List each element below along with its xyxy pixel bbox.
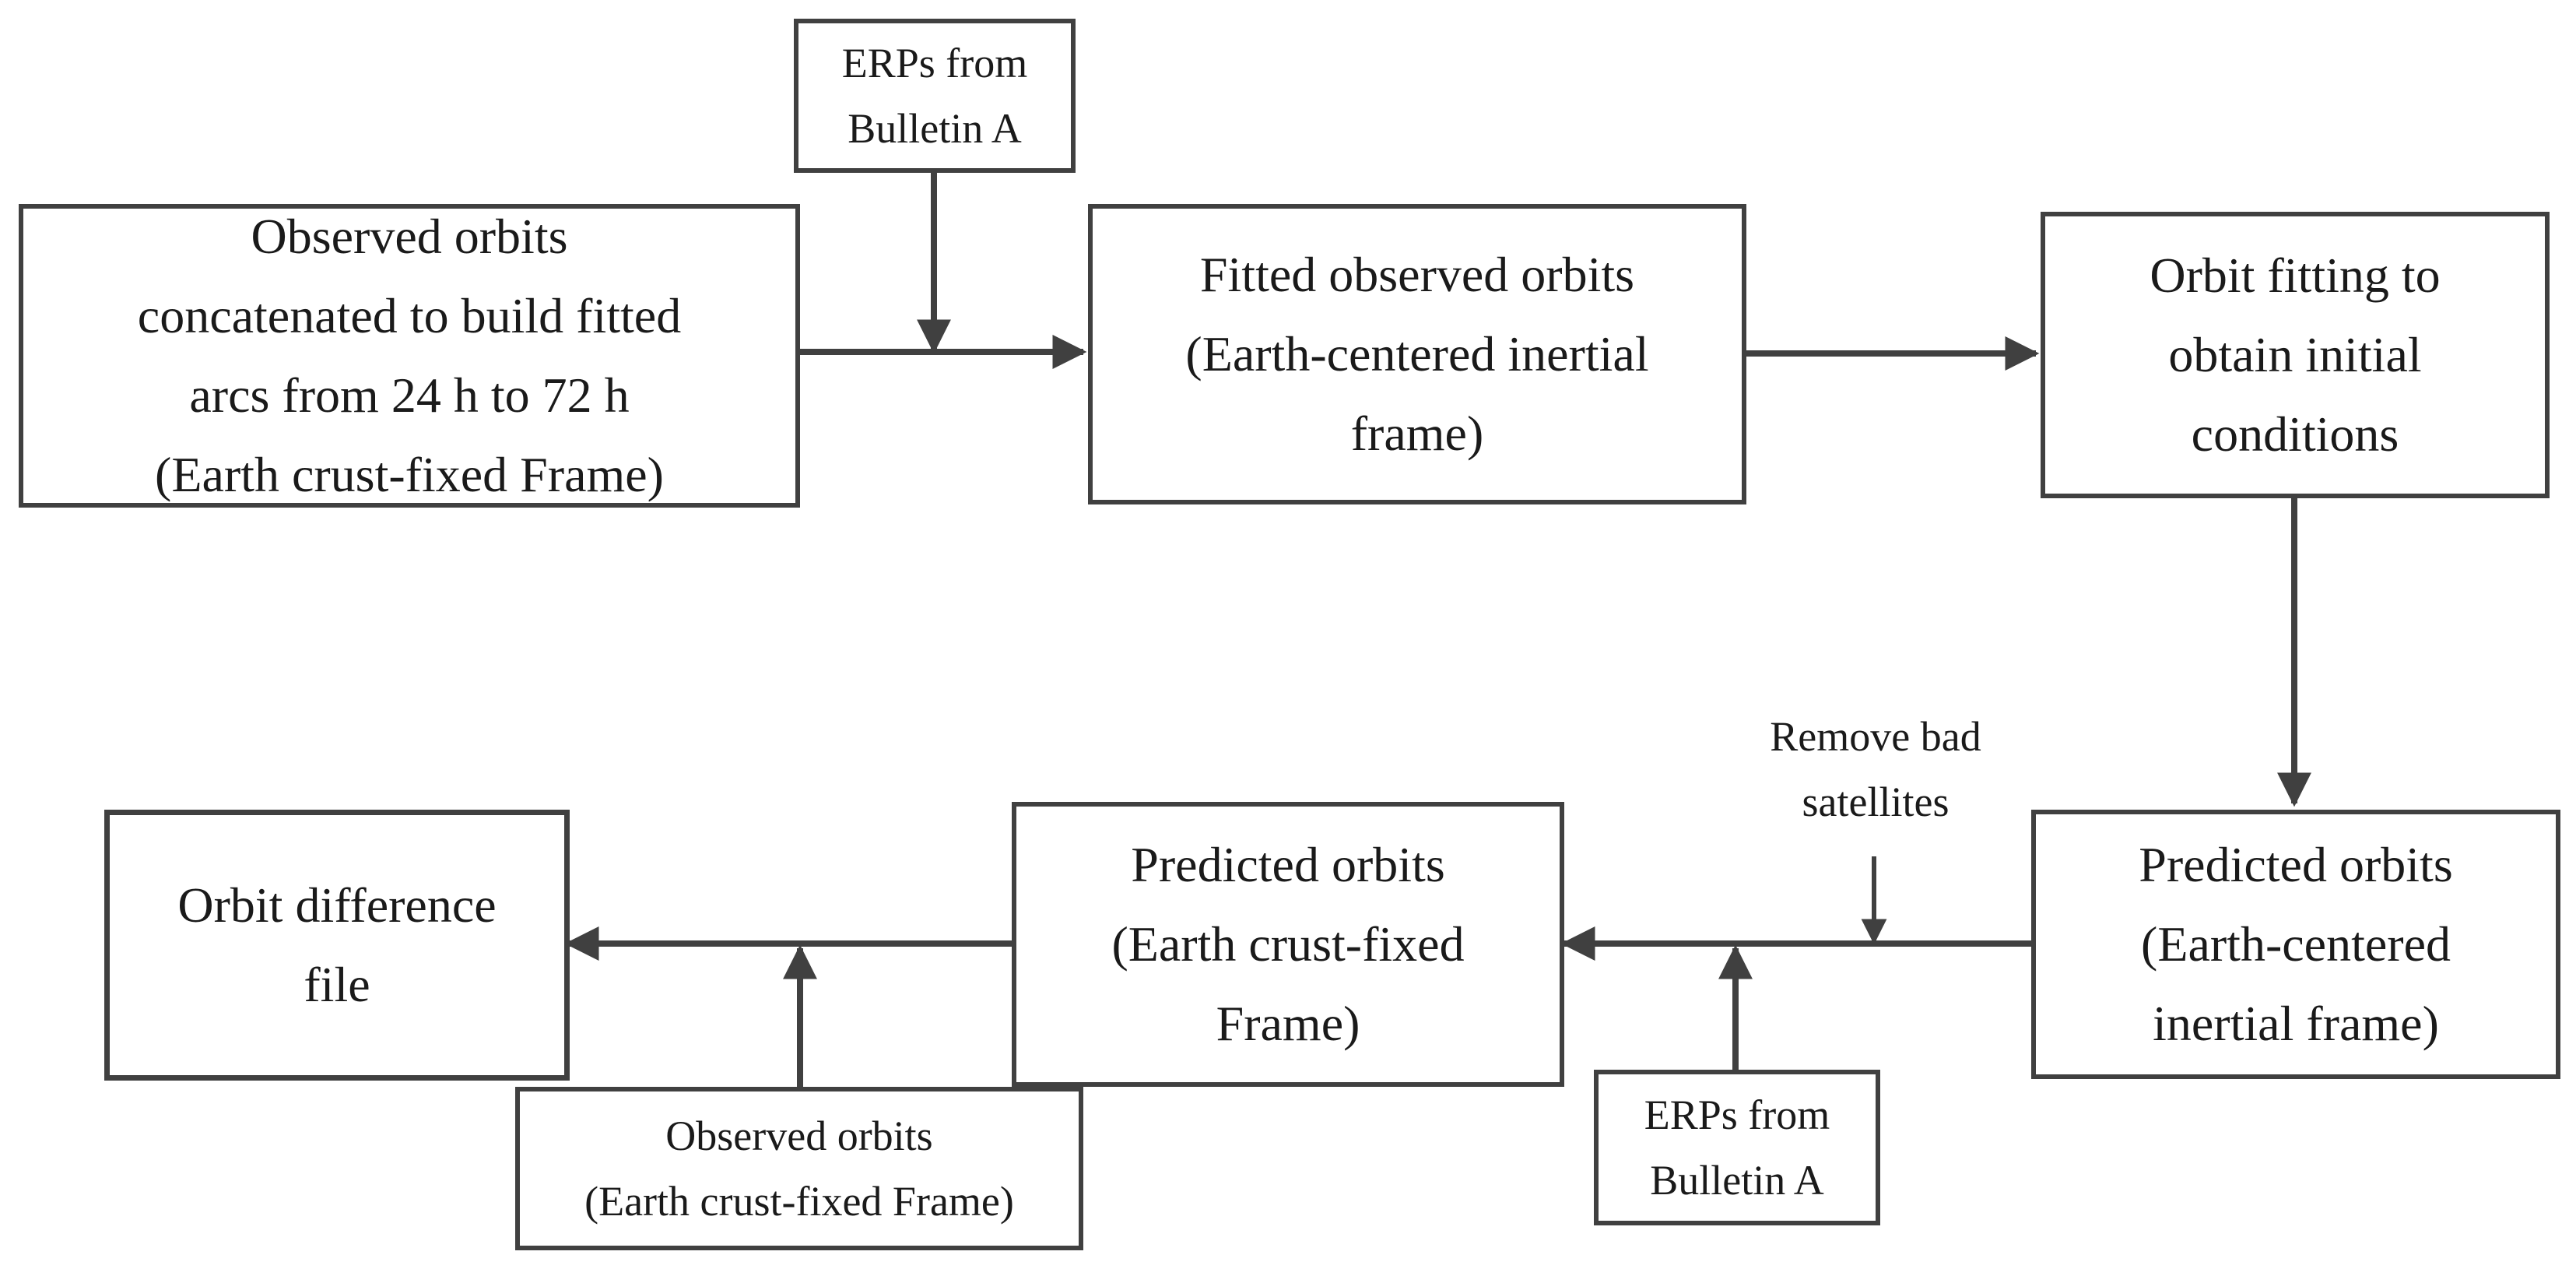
node-text-line: (Earth crust-fixed Frame) [584, 1178, 1014, 1225]
node-text-line: Predicted orbits [1131, 837, 1445, 892]
node-fitted-observed: Fitted observed orbits (Earth-centered i… [1088, 204, 1746, 504]
node-predicted-inertial: Predicted orbits (Earth-centered inertia… [2031, 810, 2560, 1079]
node-text-line: file [304, 957, 370, 1012]
node-text-line: Predicted orbits [2139, 837, 2453, 892]
node-text-line: ERPs from [1644, 1091, 1830, 1138]
node-text-line: (Earth-centered inertial [1185, 326, 1649, 381]
node-observed-concatenated: Observed orbits concatenated to build fi… [19, 204, 800, 508]
node-text-line: (Earth-centered [2141, 916, 2451, 972]
node-text-line: arcs from 24 h to 72 h [189, 367, 630, 423]
node-orbit-fitting: Orbit fitting to obtain initial conditio… [2041, 212, 2550, 498]
node-erp-top-text: ERPs from Bulletin A [842, 30, 1028, 161]
node-text-line: Observed orbits [665, 1113, 933, 1159]
node-text-line: Orbit fitting to [2150, 248, 2441, 303]
node-orbit-difference-text: Orbit difference file [177, 866, 496, 1025]
node-text-line: conditions [2191, 406, 2399, 462]
node-text-line: Orbit difference [177, 877, 497, 933]
label-remove-bad-satellites: Remove bad satellites [1728, 704, 2023, 835]
node-erp-bottom-text: ERPs from Bulletin A [1644, 1082, 1830, 1213]
node-text-line: frame) [1350, 406, 1484, 461]
node-text-line: Bulletin A [848, 105, 1022, 152]
node-fitted-observed-text: Fitted observed orbits (Earth-centered i… [1185, 235, 1648, 473]
node-text-line: (Earth crust-fixed Frame) [155, 447, 664, 502]
node-observed-crust: Observed orbits (Earth crust-fixed Frame… [515, 1087, 1083, 1250]
node-text-line: obtain initial [2168, 327, 2422, 382]
node-erp-bottom: ERPs from Bulletin A [1594, 1070, 1880, 1225]
node-observed-crust-text: Observed orbits (Earth crust-fixed Frame… [584, 1103, 1014, 1234]
node-predicted-crust-text: Predicted orbits (Earth crust-fixed Fram… [1111, 825, 1464, 1063]
node-text-line: Bulletin A [1650, 1157, 1824, 1204]
node-text-line: inertial frame) [2153, 996, 2439, 1051]
node-orbit-difference: Orbit difference file [104, 810, 570, 1081]
node-observed-concatenated-text: Observed orbits concatenated to build fi… [138, 197, 681, 515]
label-text-line: Remove bad [1770, 713, 1981, 760]
node-orbit-fitting-text: Orbit fitting to obtain initial conditio… [2150, 236, 2440, 474]
label-text-line: satellites [1802, 779, 1950, 825]
node-erp-top: ERPs from Bulletin A [794, 19, 1076, 173]
node-predicted-inertial-text: Predicted orbits (Earth-centered inertia… [2139, 825, 2452, 1063]
node-text-line: ERPs from [841, 40, 1028, 86]
node-text-line: (Earth crust-fixed [1111, 916, 1465, 972]
node-predicted-crust: Predicted orbits (Earth crust-fixed Fram… [1012, 802, 1564, 1087]
node-text-line: concatenated to build fitted [137, 288, 682, 343]
node-text-line: Observed orbits [251, 209, 568, 264]
node-text-line: Frame) [1216, 996, 1360, 1051]
node-text-line: Fitted observed orbits [1199, 247, 1635, 302]
